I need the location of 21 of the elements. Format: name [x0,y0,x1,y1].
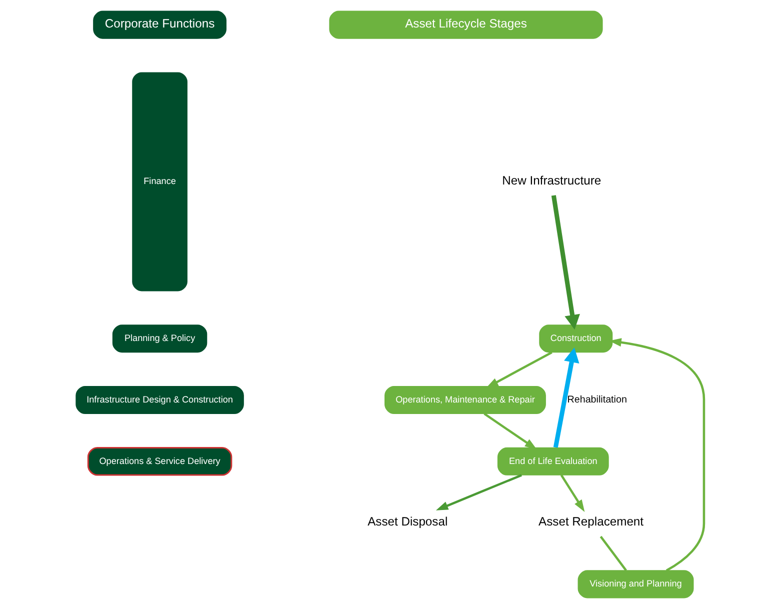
node-box: Visioning and Planning [578,570,694,598]
node-box: Planning & Policy [112,324,208,353]
arrow [484,412,537,450]
node-box: Finance [132,72,188,292]
node-box: Corporate Functions [93,10,226,39]
arrow [436,474,522,510]
arrow [560,474,585,512]
node-box: Construction [539,324,613,353]
node-box: Operations, Maintenance & Repair [384,386,546,414]
arrow [553,348,580,448]
node-box: End of Life Evaluation [497,447,609,476]
node-box: Infrastructure Design & Construction [76,386,244,414]
node-text: New Infrastructure [502,174,602,188]
connector [600,536,627,572]
node-text: Asset Disposal [368,514,448,529]
node-text: Asset Replacement [538,514,644,529]
edge-label: Rehabilitation [567,394,627,406]
arrow [551,195,580,330]
arrow [486,351,552,388]
node-box: Asset Lifecycle Stages [329,10,603,39]
node-box: Operations & Service Delivery [87,446,232,476]
